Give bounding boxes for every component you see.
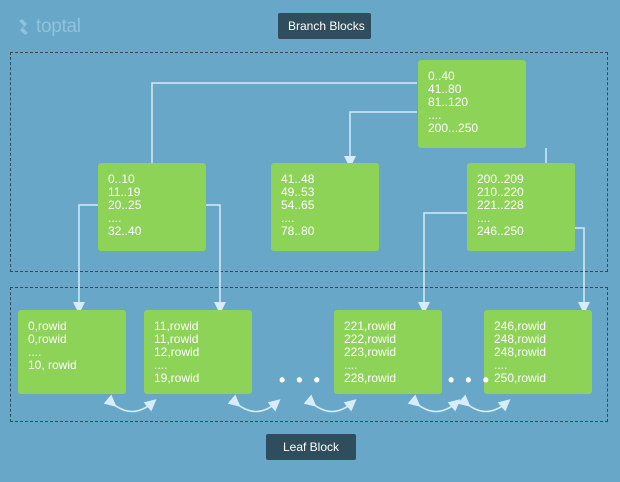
block-line: 19,rowid — [154, 371, 200, 385]
connector-root-to-branch-1 — [151, 82, 417, 163]
branch-block-2: 41..48 49..53 54..65 .... 78..80 — [271, 163, 379, 251]
block-line: 0..40 — [428, 69, 455, 83]
block-line: 0,rowid — [28, 319, 67, 333]
block-line: 41..80 — [428, 82, 462, 96]
block-line: 250,rowid — [494, 371, 547, 385]
connector-branch-1-to-leaf-1 — [73, 204, 98, 314]
block-line: 222,rowid — [344, 332, 397, 346]
block-line: 78..80 — [281, 224, 315, 238]
leaf-block-region — [10, 287, 608, 422]
connector-branch-1-to-leaf-2 — [205, 204, 226, 314]
block-line: 49..53 — [281, 185, 315, 199]
block-line: 200...250 — [428, 121, 479, 135]
block-line: 221..228 — [477, 198, 524, 212]
leaf-link-4 — [407, 394, 461, 413]
block-line: .... — [154, 358, 168, 372]
block-line: .... — [344, 358, 358, 372]
branch-blocks-region — [10, 52, 608, 272]
block-line: 246,rowid — [494, 319, 547, 333]
block-line: .... — [477, 211, 491, 225]
block-line: 0..10 — [108, 172, 135, 186]
block-line: 54..65 — [281, 198, 315, 212]
leaf-gap-ellipsis: • • • — [448, 370, 492, 390]
block-line: 20..25 — [108, 198, 142, 212]
connector-branch-3-to-leaf-3 — [418, 212, 467, 314]
block-line: 0,rowid — [28, 332, 67, 346]
leaf-block-3: 221,rowid 222,rowid 223,rowid .... 228,r… — [334, 310, 442, 394]
block-line: 41..48 — [281, 172, 315, 186]
block-line: 223,rowid — [344, 345, 397, 359]
leaf-link-5 — [457, 394, 511, 413]
block-line: 81..120 — [428, 95, 469, 109]
block-line: 32..40 — [108, 224, 142, 238]
leaf-gap-ellipsis: • • • — [279, 370, 323, 390]
branch-block-3: 200..209 210..220 221..228 .... 246..250 — [467, 163, 575, 251]
leaf-block-2: 11,rowid 11,rowid 12,rowid .... 19,rowid — [144, 310, 252, 394]
block-line: 11,rowid — [154, 319, 199, 333]
connector-branch-3-to-leaf-4 — [575, 227, 590, 314]
block-line: .... — [494, 358, 508, 372]
leaf-block-label: Leaf Block — [266, 434, 356, 460]
branch-block-1: 0..10 11..19 20..25 .... 32..40 — [98, 163, 206, 251]
leaf-link-3 — [303, 394, 357, 413]
leaf-link-2 — [227, 394, 281, 413]
block-line: 210..220 — [477, 185, 524, 199]
toptal-mark-icon — [19, 19, 28, 35]
connector-root-to-branch-2 — [344, 111, 417, 168]
leaf-block-4: 246,rowid 248,rowid 248,rowid .... 250,r… — [484, 310, 592, 394]
leaf-link-1 — [103, 394, 157, 413]
block-line: 221,rowid — [344, 319, 397, 333]
block-line: 228,rowid — [344, 371, 397, 385]
block-line: 11,rowid — [154, 332, 199, 346]
block-line: 11..19 — [108, 185, 141, 199]
logo-text: toptal — [36, 16, 81, 37]
root-block: 0..40 41..80 81..120 .... 200...250 — [418, 60, 526, 148]
block-line: 248,rowid — [494, 345, 547, 359]
toptal-logo: toptal — [16, 16, 81, 38]
block-line: .... — [428, 108, 442, 122]
block-line: 12,rowid — [154, 345, 200, 359]
block-line: 248,rowid — [494, 332, 547, 346]
branch-blocks-label: Branch Blocks — [278, 13, 371, 39]
leaf-block-1: 0,rowid 0,rowid .... 10, rowid — [18, 310, 126, 394]
block-line: 200..209 — [477, 172, 524, 186]
block-line: .... — [281, 211, 295, 225]
block-line: .... — [108, 211, 122, 225]
block-line: .... — [28, 345, 42, 359]
block-line: 246..250 — [477, 224, 524, 238]
block-line: 10, rowid — [28, 358, 77, 372]
